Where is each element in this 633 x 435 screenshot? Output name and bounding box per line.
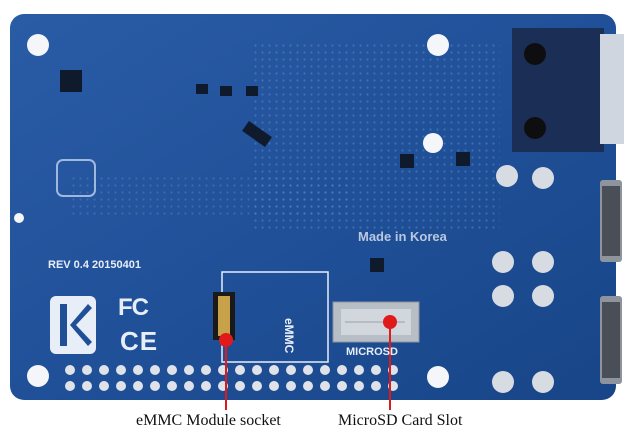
gpio-pad	[354, 365, 364, 375]
gpio-pad	[252, 365, 262, 375]
gpio-pad	[65, 365, 75, 375]
gpio-pad	[167, 381, 177, 391]
gpio-pad	[150, 381, 160, 391]
gpio-pad	[82, 365, 92, 375]
gpio-pad	[167, 365, 177, 375]
ce-logo: CE	[120, 326, 159, 356]
gpio-pad	[116, 381, 126, 391]
mounting-holes	[14, 34, 449, 388]
gpio-pad	[371, 381, 381, 391]
gpio-pad	[82, 381, 92, 391]
gpio-pad	[65, 381, 75, 391]
revision-label: REV 0.4 20150401	[48, 259, 141, 271]
gpio-pad	[133, 381, 143, 391]
gpio-pad	[235, 381, 245, 391]
gpio-pad	[99, 365, 109, 375]
gpio-pad	[116, 365, 126, 375]
emmc-label: eMMC	[282, 318, 296, 354]
usb-connectors	[600, 180, 622, 384]
outline-pad	[56, 159, 96, 197]
microsd-callout-marker	[383, 315, 397, 410]
kc-logo-mark	[50, 296, 96, 354]
gpio-pad	[150, 365, 160, 375]
solder-pads	[492, 165, 554, 393]
gpio-header-pads	[65, 365, 398, 391]
via-field-lower	[70, 175, 350, 215]
gpio-pad	[252, 381, 262, 391]
gpio-pad	[201, 381, 211, 391]
gpio-pad	[303, 381, 313, 391]
ic-chips	[60, 70, 470, 272]
emmc-callout-marker	[219, 333, 233, 410]
gpio-pad	[184, 381, 194, 391]
gpio-pad	[320, 381, 330, 391]
fc-logo: FC	[118, 294, 149, 321]
gpio-pad	[337, 381, 347, 391]
gpio-pad	[354, 381, 364, 391]
gpio-pad	[201, 365, 211, 375]
gpio-pad	[286, 381, 296, 391]
ethernet-port-block	[512, 28, 624, 152]
emmc-callout-label: eMMC Module socket	[136, 412, 281, 429]
microsd-slot	[332, 301, 420, 343]
gpio-pad	[99, 381, 109, 391]
made-in-label: Made in Korea	[358, 229, 447, 244]
gpio-pad	[269, 365, 279, 375]
microsd-callout-label: MicroSD Card Slot	[338, 412, 463, 429]
gpio-pad	[269, 381, 279, 391]
gpio-pad	[337, 365, 347, 375]
microsd-label: MICROSD	[346, 346, 398, 358]
gpio-pad	[184, 365, 194, 375]
emmc-socket	[213, 292, 235, 340]
gpio-pad	[133, 365, 143, 375]
gpio-pad	[235, 365, 245, 375]
gpio-pad	[303, 365, 313, 375]
gpio-pad	[286, 365, 296, 375]
gpio-pad	[320, 365, 330, 375]
gpio-pad	[371, 365, 381, 375]
